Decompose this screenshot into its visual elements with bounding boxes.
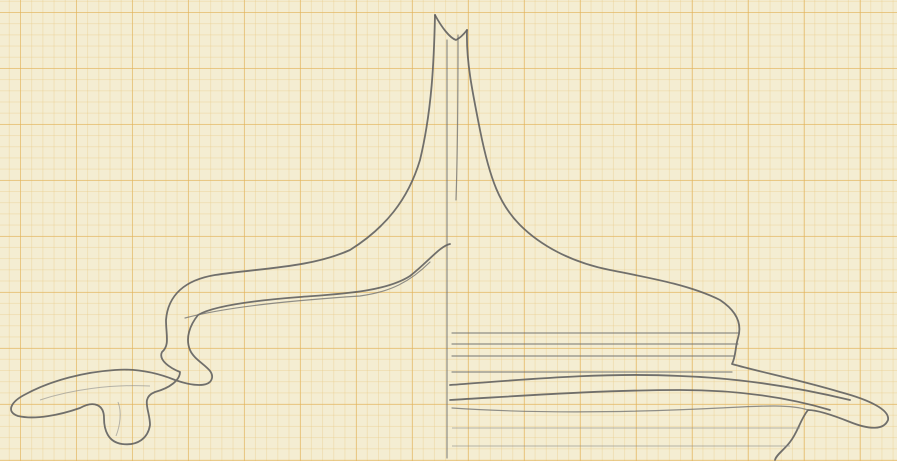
right-flange-upper-curve: [449, 374, 851, 401]
left-handle-inner-line: [115, 401, 121, 437]
right-outer-profile: [465, 29, 889, 461]
left-lip-inner-line: [39, 385, 151, 401]
left-outer-profile: [10, 14, 451, 446]
right-neck-inner-line: [455, 34, 459, 201]
right-flange-lower-curve: [449, 389, 831, 411]
right-flange-base-curve: [451, 405, 809, 413]
left-inner-shoulder-line: [184, 261, 431, 319]
neck-top-rim: [434, 14, 468, 41]
